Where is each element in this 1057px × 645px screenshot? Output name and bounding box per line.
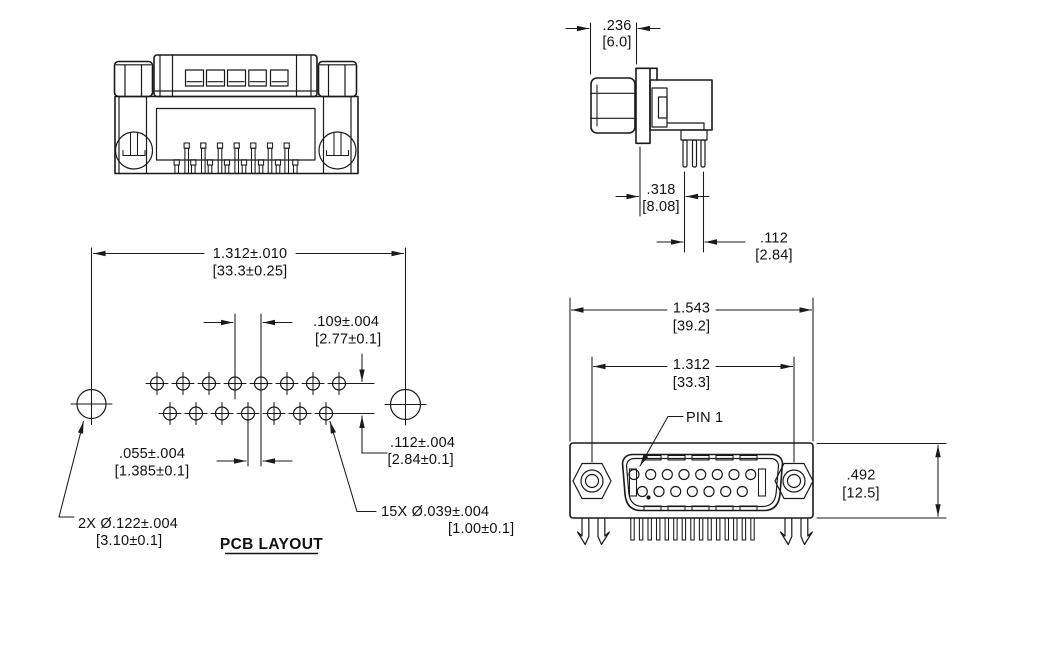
- dim-body-height-mm: [12.5]: [842, 486, 879, 502]
- dim-hex-thickness-inch: .236: [602, 18, 631, 34]
- dim-pin-pitch-inch: .109±.004: [313, 314, 379, 330]
- callout-pin-hole-dia: 15X Ø.039±.004 [1.00±0.1]: [329, 420, 514, 537]
- dim-body-height-inch: .492: [846, 468, 875, 484]
- pin-boss: [680, 129, 708, 141]
- dim-pin-pitch: .109±.004 [2.77±0.1]: [203, 314, 381, 348]
- short-pin-row: [173, 159, 299, 174]
- solder-tails: [630, 517, 755, 541]
- pin1-mark-dot: [646, 495, 651, 500]
- d-shell: [621, 453, 784, 512]
- insert-outline: [155, 107, 316, 161]
- dim-row-pitch-side: .112 [2.84]: [656, 171, 793, 264]
- side-view-pins: [682, 139, 706, 168]
- dim-hex-thickness: .236 [6.0]: [565, 18, 661, 75]
- callout-pin-hole-dia-mm: [1.00±0.1]: [448, 521, 514, 537]
- callout-pin1: PIN 1: [639, 410, 723, 467]
- pin-holes-top-row: [145, 371, 351, 396]
- dim-shell-width: 1.543 [39.2]: [569, 297, 814, 442]
- dim-mount-span-front-mm: [33.3]: [673, 375, 710, 391]
- left-mounting-hole: [70, 247, 113, 426]
- pin1-label: PIN 1: [686, 410, 723, 426]
- front-view: PIN 1 1.543 [39.2] 1.312 [33.3] .492: [569, 297, 947, 546]
- dim-shell-width-inch: 1.543: [673, 301, 710, 317]
- dim-mount-span-pcb: 1.312±.010 [33.3±0.25]: [92, 246, 405, 280]
- pin-holes-bottom-row: [158, 401, 338, 426]
- dim-mount-span-front: 1.312 [33.3]: [591, 356, 795, 463]
- dim-shell-width-mm: [39.2]: [673, 319, 710, 335]
- left-screw-head: [114, 131, 154, 170]
- dim-row-spacing-mm: [2.84±0.1]: [388, 452, 454, 468]
- left-jackscrew-front: [572, 462, 612, 500]
- dim-row-pitch-side-inch: .112: [760, 231, 788, 247]
- dim-flange-to-pins-inch: .318: [646, 182, 675, 198]
- dim-row-spacing: .112±.004 [2.84±0.1]: [359, 353, 455, 468]
- dim-row-pitch-side-mm: [2.84]: [755, 248, 792, 264]
- dim-flange-to-pins: .318 [8.08]: [615, 146, 710, 253]
- hood-outline: [153, 54, 318, 98]
- right-mounting-hole: [384, 247, 427, 426]
- dim-mount-span-pcb-inch: 1.312±.010: [213, 246, 287, 262]
- dim-mount-span-pcb-mm: [33.3±0.25]: [213, 264, 288, 280]
- tall-pin-row: [183, 142, 290, 174]
- top-view-pins: [173, 142, 299, 174]
- left-board-lock: [576, 517, 610, 546]
- flange-side: [635, 67, 651, 145]
- dim-pin-pitch-mm: [2.77±0.1]: [315, 332, 381, 348]
- dim-body-height: .492 [12.5]: [816, 442, 947, 519]
- dim-row-offset: .055±.004 [1.385±0.1]: [115, 446, 293, 480]
- callout-mounting-hole-dia: 2X Ø.122±.004 [3.10±0.1]: [58, 420, 178, 549]
- pcb-layout-title: PCB LAYOUT: [220, 536, 323, 555]
- contact-circles-bottom-row: [636, 485, 748, 500]
- side-view: .236 [6.0] .318 [8.08] .112 [2.84]: [565, 18, 793, 264]
- contact-circles-top-row: [628, 468, 757, 481]
- right-hex-standoff: [317, 60, 358, 98]
- top-view: [113, 54, 359, 175]
- hood-slots: [184, 69, 289, 87]
- right-board-lock: [779, 517, 813, 546]
- dim-flange-to-pins-mm: [8.08]: [642, 199, 679, 215]
- right-screw-head: [318, 131, 357, 170]
- dim-row-offset-mm: [1.385±0.1]: [115, 464, 190, 480]
- right-jackscrew-front: [774, 462, 814, 500]
- dim-hex-thickness-mm: [6.0]: [602, 35, 631, 51]
- callout-pin-hole-dia-inch: 15X Ø.039±.004: [381, 504, 489, 520]
- pcb-layout-title-text: PCB LAYOUT: [220, 536, 323, 553]
- dim-mount-span-front-inch: 1.312: [673, 357, 710, 373]
- jackscrew-side: [590, 77, 636, 134]
- callout-mounting-hole-dia-inch: 2X Ø.122±.004: [78, 516, 178, 532]
- dim-row-offset-inch: .055±.004: [119, 446, 185, 462]
- pcb-layout-view: 1.312±.010 [33.3±0.25] .109±.004 [2.77±0…: [58, 246, 514, 555]
- callout-mounting-hole-dia-mm: [3.10±0.1]: [96, 533, 162, 549]
- dim-row-spacing-inch: .112±.004: [390, 435, 455, 451]
- left-hex-standoff: [113, 60, 154, 98]
